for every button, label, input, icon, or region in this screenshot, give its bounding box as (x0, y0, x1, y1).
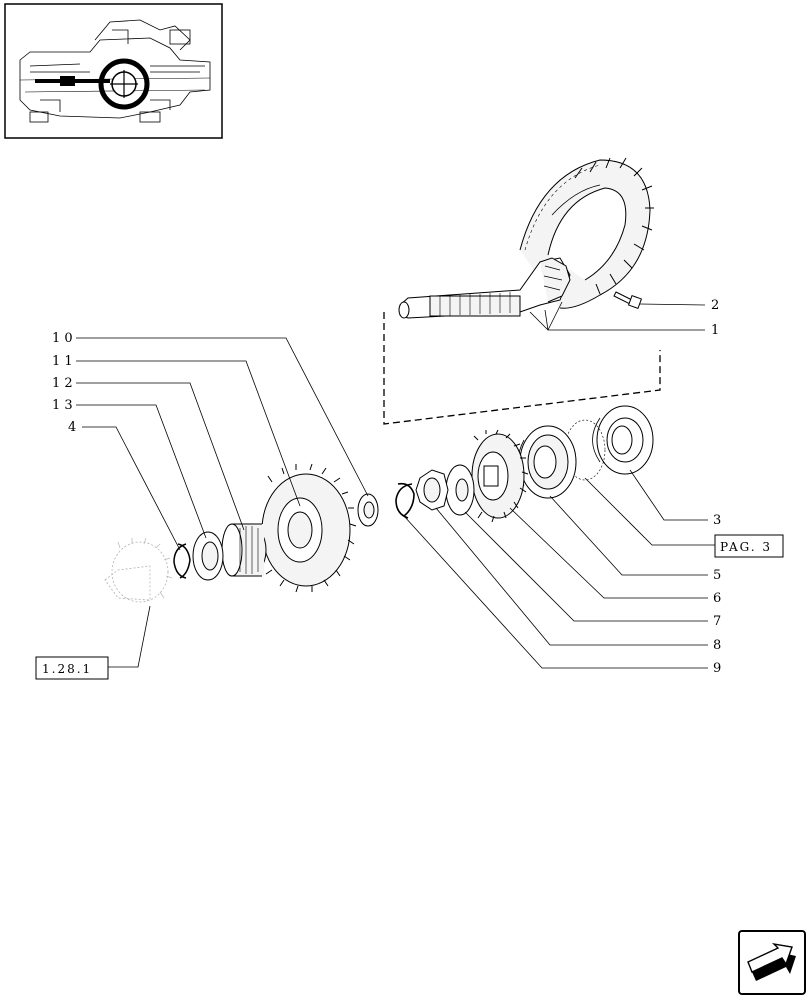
ring-13 (192, 531, 224, 581)
bolt (613, 291, 643, 310)
mainshaft-reference (104, 537, 173, 603)
callout-13: 1 3 (52, 398, 73, 413)
leader-lines (76, 301, 715, 669)
section-reference-label: 1.28.1 (42, 662, 92, 676)
bearing-outer-race (564, 419, 606, 481)
callout-labels: 1 2 3 4 5 6 7 8 9 1 0 1 1 1 2 1 3 (52, 298, 721, 676)
bearing-5 (517, 425, 577, 499)
callout-3: 3 (713, 513, 721, 528)
callout-6: 6 (713, 591, 721, 606)
circlip-9 (395, 482, 415, 519)
circlip-4 (173, 543, 191, 579)
callout-2: 2 (711, 298, 719, 313)
gear-6 (471, 429, 529, 523)
next-page-button[interactable] (738, 930, 806, 995)
bearing-large (592, 405, 654, 475)
callout-7: 7 (713, 614, 721, 629)
section-reference-link[interactable]: 1.28.1 (35, 656, 109, 680)
gear-11 (257, 463, 357, 593)
splined-hub-12 (221, 523, 267, 577)
overview-thumbnail[interactable] (4, 3, 223, 139)
callout-9: 9 (713, 661, 721, 676)
needle-bearing-10 (357, 493, 379, 527)
callout-10: 1 0 (52, 331, 73, 346)
assembly-dashed-line (383, 312, 661, 425)
callout-5: 5 (713, 568, 721, 583)
callout-8: 8 (713, 638, 721, 653)
callout-1: 1 (711, 323, 719, 338)
page-reference-label: PAG. 3 (720, 540, 772, 554)
next-page-arrow-icon (747, 942, 796, 981)
callout-12: 1 2 (52, 376, 73, 391)
tractor-transmission-icon (19, 19, 211, 123)
ring-7 (445, 464, 475, 516)
callout-11: 1 1 (52, 354, 73, 369)
callout-4: 4 (68, 420, 76, 435)
nut-8 (415, 469, 449, 511)
bevel-pinion-shaft (398, 157, 654, 319)
page-reference-link[interactable]: PAG. 3 (714, 534, 784, 558)
